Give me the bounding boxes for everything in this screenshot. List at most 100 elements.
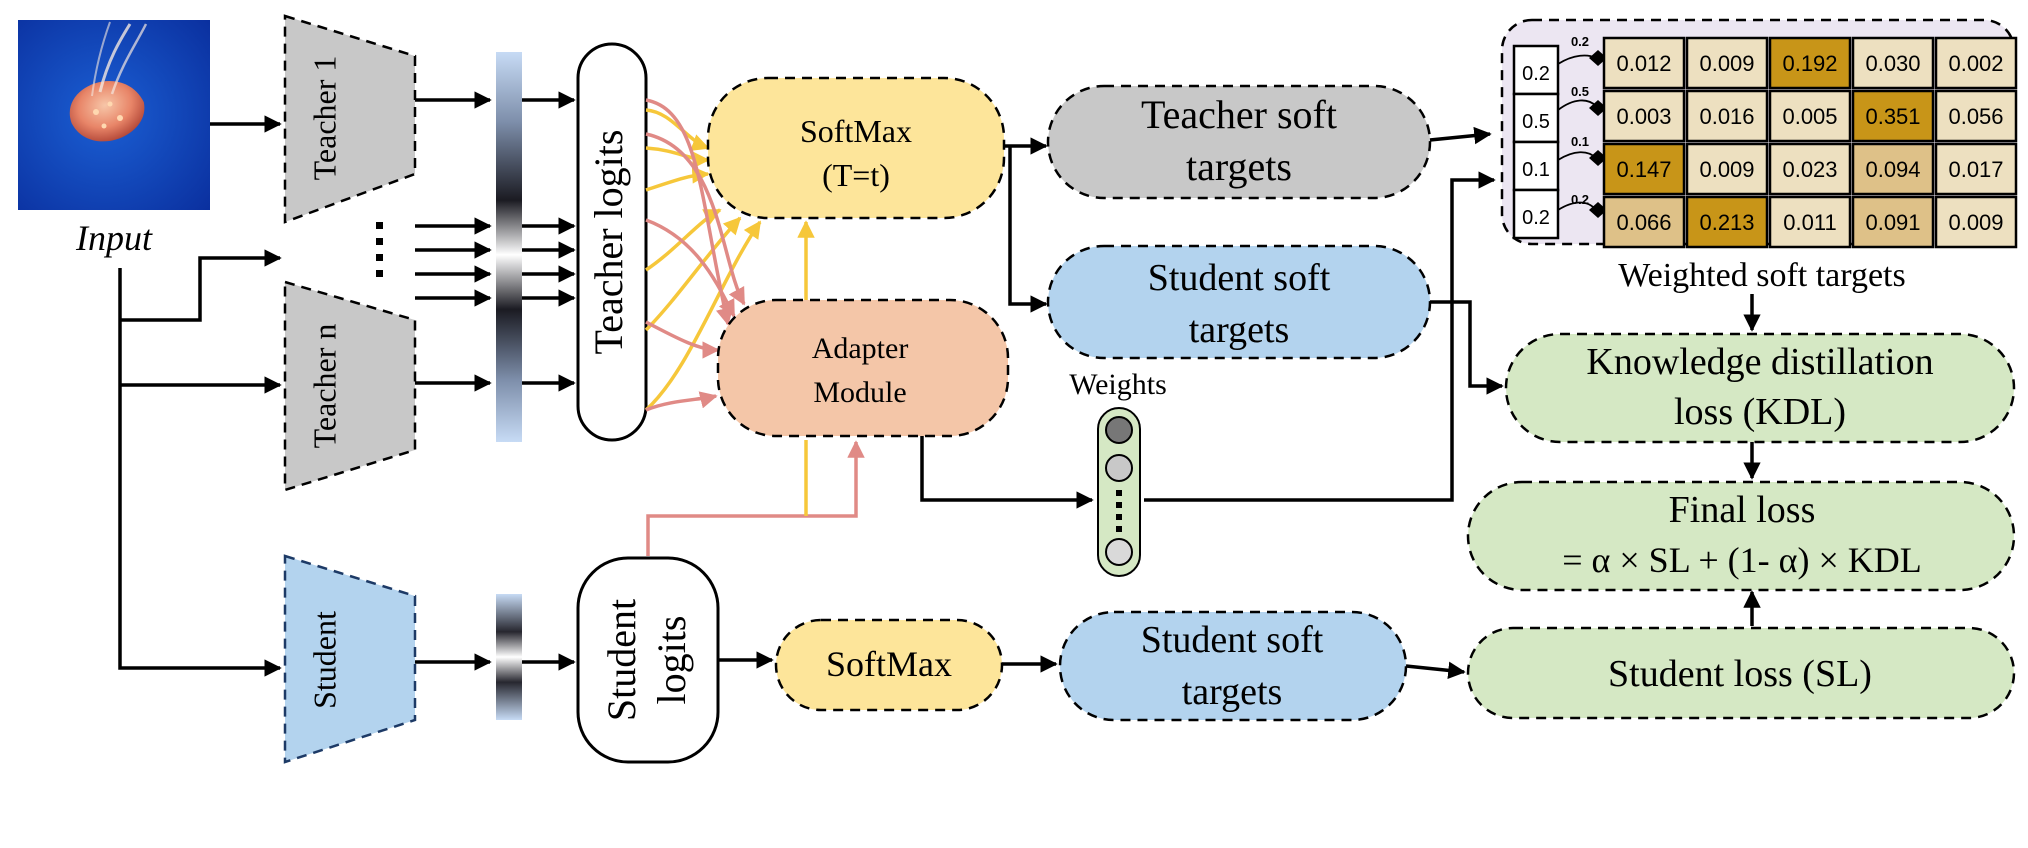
weights-ellipsis [1116,490,1122,532]
softmax-label: SoftMax [826,644,952,684]
student-soft-targets-top-line1: Student soft [1148,257,1331,299]
soft-target-value: 0.009 [1948,210,2003,235]
kdl-line2: loss (KDL) [1674,391,1846,433]
softmax-t-line2: (T=t) [822,157,890,193]
teacher-feature-bar [496,52,522,442]
teacher-soft-targets-box [1046,84,1432,200]
student-label: Student [306,611,342,709]
soft-target-cell [1768,195,1852,249]
soft-target-value: 0.192 [1782,51,1837,76]
softmax-t-line1: SoftMax [800,113,912,149]
soft-target-value: 0.003 [1616,104,1671,129]
final-loss-box [1466,480,2016,592]
teacher-1-trapezoid [283,14,417,224]
soft-target-value: 0.012 [1616,51,1671,76]
weights-circles [1105,416,1133,566]
student-logits-line2: logits [649,616,694,705]
weighted-soft-targets-caption: Weighted soft targets [1618,257,1905,294]
student-loss-label: Student loss (SL) [1608,653,1872,695]
teacher-feature-arrows [415,91,492,392]
soft-target-value: 0.066 [1616,210,1671,235]
soft-target-value: 0.213 [1699,210,1754,235]
soft-target-cell [1934,36,2018,90]
kdl-line1: Knowledge distillation [1586,341,1933,383]
student-soft-targets-bottom-box [1058,610,1408,722]
adapter-line2: Module [813,376,906,409]
student-loss-box [1466,626,2016,720]
soft-target-value: 0.005 [1782,104,1837,129]
soft-target-value: 0.011 [1783,210,1836,235]
teacher-logits-label: Teacher logits [586,130,631,355]
soft-target-value: 0.091 [1865,210,1920,235]
soft-target-cell [1602,142,1686,196]
student-soft-targets-bottom-line1: Student soft [1141,619,1324,661]
student-soft-targets-top-line2: targets [1189,309,1290,351]
soft-target-value: 0.056 [1948,104,2003,129]
logits-to-adapter-arrows [645,98,746,412]
connector-label: 0.1 [1571,134,1589,149]
weight-diamonds [1589,50,1607,218]
soft-target-cell [1685,195,1769,249]
soft-target-cell [1934,142,2018,196]
soft-target-value: 0.017 [1948,157,2003,182]
soft-target-cell [1851,195,1935,249]
soft-target-cell [1602,195,1686,249]
input-label: Input [75,218,153,258]
teacher-soft-to-weighted-arrow [1429,126,1492,145]
teacher-logits-box [576,42,648,442]
student-trapezoid [283,554,417,764]
final-loss-line1: Final loss [1669,489,1816,531]
input-image [18,20,210,210]
soft-target-cell [1685,142,1769,196]
softmax-t-box [706,76,1006,220]
weight-value: 0.2 [1522,63,1550,85]
student-logits-line1: Student [599,599,644,721]
teacher-n-label: Teacher n [306,324,342,449]
kdl-box [1504,332,2016,444]
soft-target-cell [1934,195,2018,249]
soft-target-cell [1685,36,1769,90]
soft-target-value: 0.030 [1865,51,1920,76]
weights-to-weighted-arrow [1144,171,1496,502]
weight-value: 0.5 [1522,111,1550,133]
logits-to-softmax-arrows [644,108,762,412]
adapter-module-box [716,298,1010,438]
teacher-1-label: Teacher 1 [306,56,342,181]
weight-column [1512,44,1560,240]
soft-target-cell [1768,89,1852,143]
student-logits-to-adapter-arrows [646,440,865,556]
soft-target-value: 0.009 [1699,51,1754,76]
adapter-line1: Adapter [812,332,909,365]
soft-target-cell [1685,89,1769,143]
soft-target-cell [1768,36,1852,90]
connector-label: 0.2 [1571,34,1589,49]
weight-value: 0.1 [1522,159,1550,181]
soft-target-cell [1602,36,1686,90]
student-soft-to-sl-arrow [1405,661,1466,680]
weight-value: 0.2 [1522,207,1550,229]
final-loss-formula: = α × SL + (1- α) × KDL [1562,540,1922,580]
soft-target-value: 0.094 [1865,157,1920,182]
softmax-output-arrows [1004,137,1048,313]
soft-target-value: 0.009 [1699,157,1754,182]
soft-target-cell [1851,142,1935,196]
feature-to-logits-arrows [522,91,576,392]
soft-target-value: 0.016 [1699,104,1754,129]
soft-target-cell [1768,142,1852,196]
soft-target-cell [1934,89,2018,143]
teacher-n-trapezoid [283,280,417,492]
soft-target-value: 0.023 [1782,157,1837,182]
student-soft-to-kdl-arrow [1430,300,1504,395]
connector-label: 0.5 [1571,84,1589,99]
soft-target-cell [1851,36,1935,90]
soft-target-value: 0.147 [1616,157,1671,182]
student-feature-bar [496,594,522,720]
connector-label: 0.2 [1571,192,1589,207]
weights-label: Weights [1069,368,1167,401]
teacher-soft-targets-line1: Teacher soft [1141,92,1337,137]
student-soft-targets-bottom-line2: targets [1182,671,1283,713]
soft-target-cell [1602,89,1686,143]
soft-target-value: 0.351 [1865,104,1920,129]
